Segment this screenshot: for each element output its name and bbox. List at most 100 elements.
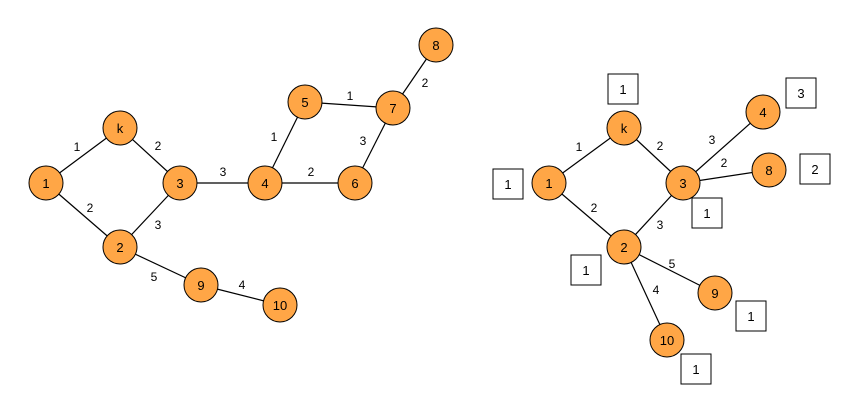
left-node-3: 3 — [162, 165, 198, 201]
right-edge-3-4 — [682, 111, 764, 184]
right-edge-weight-3-8: 2 — [721, 156, 728, 170]
right-node-9: 9 — [697, 275, 733, 311]
right-box-rect-2 — [570, 254, 602, 286]
right-box-2: 1 — [570, 254, 602, 286]
right-node-label-k: k — [621, 121, 628, 136]
right-edge-weight-1-k: 1 — [576, 140, 583, 154]
right-box-rect-4 — [785, 77, 817, 109]
right-node-label-1: 1 — [545, 176, 552, 191]
right-box-1: 1 — [492, 168, 524, 200]
left-node-circle-9 — [183, 267, 219, 303]
right-node-label-3: 3 — [679, 176, 686, 191]
left-edge-weight-5-7: 1 — [347, 89, 354, 103]
left-edge-weight-2-3: 3 — [155, 218, 162, 232]
left-node-label-k: k — [117, 121, 124, 136]
right-box-8: 2 — [799, 153, 831, 185]
left-node-label-8: 8 — [432, 38, 439, 53]
right-edge-weight-1-2: 2 — [591, 201, 598, 215]
left-edges — [45, 44, 437, 306]
right-node-4: 4 — [745, 94, 781, 130]
right-box-9: 1 — [735, 300, 767, 332]
right-node-2: 2 — [606, 229, 642, 265]
right-box-k: 1 — [607, 73, 639, 105]
right-box-label-10: 1 — [692, 362, 699, 377]
left-node-circle-6 — [337, 165, 373, 201]
right-node-8: 8 — [751, 152, 787, 188]
left-node-5: 5 — [287, 84, 323, 120]
left-node-6: 6 — [337, 165, 373, 201]
right-boxes: 1 1 1 1 3 2 1 1 — [492, 73, 831, 385]
left-node-label-7: 7 — [389, 101, 396, 116]
right-node-label-8: 8 — [765, 163, 772, 178]
right-box-label-1: 1 — [504, 177, 511, 192]
left-edge-weight-9-10: 4 — [239, 278, 246, 292]
left-node-2: 2 — [102, 229, 138, 265]
right-box-rect-8 — [799, 153, 831, 185]
left-node-circle-8 — [418, 27, 454, 63]
right-box-rect-k — [607, 73, 639, 105]
left-node-circle-k — [102, 110, 138, 146]
right-edge-weight-2-9: 5 — [669, 257, 676, 271]
left-edge-weight-4-6: 2 — [308, 165, 315, 179]
left-node-k: k — [102, 110, 138, 146]
right-edge-weight-2-10: 4 — [653, 283, 660, 297]
right-box-label-4: 3 — [797, 86, 804, 101]
left-node-label-4: 4 — [261, 176, 268, 191]
right-edge-weight-2-3: 3 — [657, 218, 664, 232]
right-box-rect-1 — [492, 168, 524, 200]
left-edge-weight-1-k: 1 — [74, 140, 81, 154]
right-box-label-8: 2 — [811, 162, 818, 177]
left-node-circle-4 — [247, 165, 283, 201]
right-node-circle-9 — [697, 275, 733, 311]
left-edge-labels: 1 2 2 3 3 1 2 1 3 2 5 4 — [74, 76, 429, 292]
right-box-rect-3 — [691, 197, 723, 229]
left-node-circle-5 — [287, 84, 323, 120]
left-node-label-9: 9 — [197, 278, 204, 293]
left-edge-weight-7-8: 2 — [422, 76, 429, 90]
left-node-label-1: 1 — [42, 176, 49, 191]
left-edge-weight-4-5: 1 — [271, 130, 278, 144]
left-node-circle-1 — [28, 165, 64, 201]
right-box-label-2: 1 — [582, 263, 589, 278]
left-nodes: 1 k 2 3 4 5 6 7 8 9 10 — [28, 27, 454, 323]
right-box-rect-10 — [680, 353, 712, 385]
right-node-1: 1 — [531, 165, 567, 201]
right-box-10: 1 — [680, 353, 712, 385]
left-edge-weight-6-7: 3 — [360, 134, 367, 148]
right-box-rect-9 — [735, 300, 767, 332]
right-node-3: 3 — [665, 165, 701, 201]
right-box-3: 1 — [691, 197, 723, 229]
right-node-circle-2 — [606, 229, 642, 265]
right-box-label-3: 1 — [703, 206, 710, 221]
left-node-circle-3 — [162, 165, 198, 201]
right-box-label-9: 1 — [747, 309, 754, 324]
right-edge-labels: 1 2 2 3 3 2 54 — [576, 133, 728, 297]
left-node-8: 8 — [418, 27, 454, 63]
right-box-label-k: 1 — [619, 82, 626, 97]
right-node-k: k — [606, 110, 642, 146]
right-node-label-10: 10 — [660, 333, 674, 348]
left-node-circle-7 — [375, 90, 411, 126]
left-node-label-5: 5 — [301, 95, 308, 110]
left-node-7: 7 — [375, 90, 411, 126]
left-edge-weight-3-4: 3 — [220, 165, 227, 179]
right-node-circle-k — [606, 110, 642, 146]
left-node-9: 9 — [183, 267, 219, 303]
right-node-circle-4 — [745, 94, 781, 130]
right-node-circle-3 — [665, 165, 701, 201]
right-node-label-4: 4 — [759, 105, 766, 120]
right-node-label-2: 2 — [620, 240, 627, 255]
left-node-4: 4 — [247, 165, 283, 201]
left-node-1: 1 — [28, 165, 64, 201]
right-node-circle-10 — [649, 322, 685, 358]
left-node-circle-10 — [262, 287, 298, 323]
left-node-label-3: 3 — [176, 176, 183, 191]
left-node-circle-2 — [102, 229, 138, 265]
left-node-label-10: 10 — [273, 298, 287, 313]
left-node-label-2: 2 — [116, 240, 123, 255]
right-box-4: 3 — [785, 77, 817, 109]
left-node-label-6: 6 — [351, 176, 358, 191]
left-edge-weight-k-3: 2 — [155, 139, 162, 153]
